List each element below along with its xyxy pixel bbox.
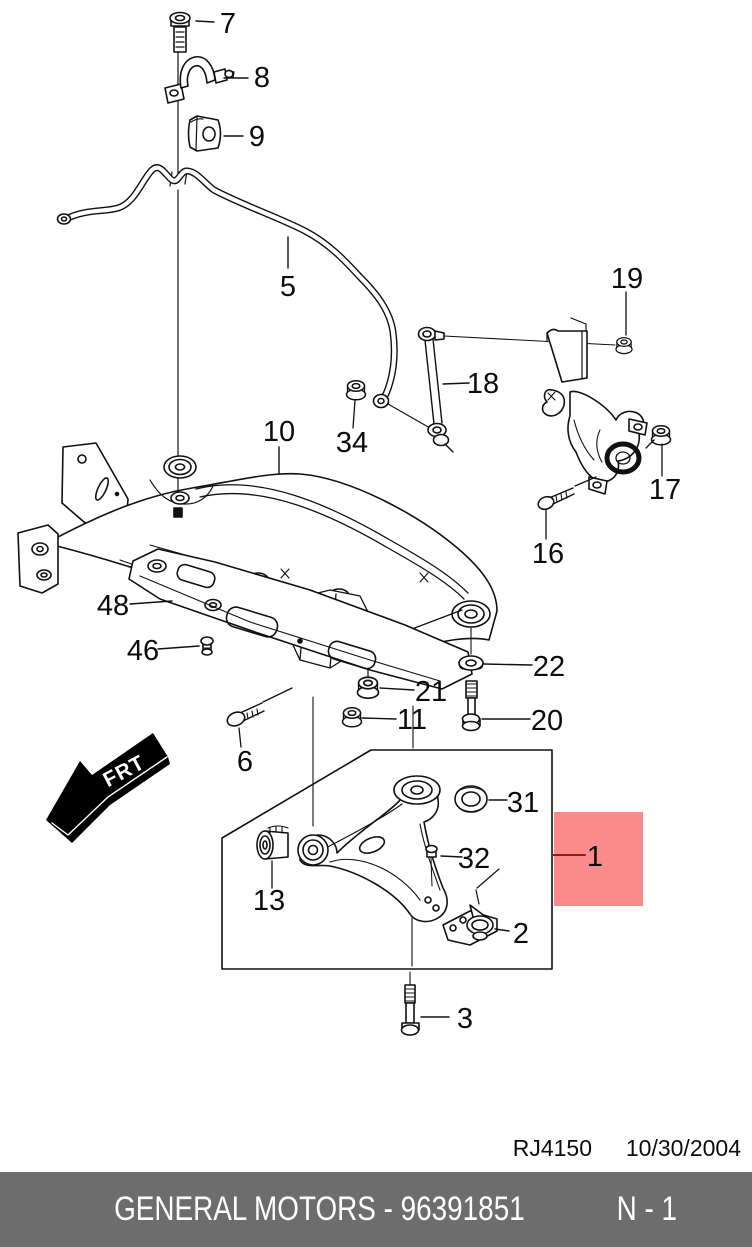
footer-page-number: N - 1 — [616, 1190, 677, 1228]
part-46-bolt — [200, 636, 214, 656]
callout-8: 8 — [254, 62, 270, 94]
callout-13: 13 — [253, 885, 285, 917]
callout-9: 9 — [249, 121, 265, 153]
callout-32: 32 — [458, 843, 490, 875]
part-31-bushing — [454, 785, 488, 813]
callout-5: 5 — [280, 271, 296, 303]
part-6-bolt — [226, 687, 293, 748]
part-20-bolt — [461, 680, 481, 732]
callout-21: 21 — [415, 676, 447, 708]
callout-18: 18 — [467, 368, 499, 400]
callout-16: 16 — [532, 538, 564, 570]
assembly-centerlines — [312, 696, 414, 986]
callout-46: 46 — [127, 635, 159, 667]
steering-knuckle-reference — [541, 317, 648, 495]
footer-company-part-number: GENERAL MOTORS - 96391851 — [113, 1190, 525, 1228]
part-16-bolt — [537, 476, 597, 540]
part-8-stabilizer-clamp — [164, 56, 235, 104]
part-2-ball-joint — [442, 868, 500, 946]
part-48-shield — [128, 548, 473, 690]
part-17-nut — [645, 425, 672, 477]
callout-3: 3 — [457, 1003, 473, 1035]
part-7-stabilizer-clamp-bolt — [169, 11, 191, 53]
callout-20: 20 — [531, 705, 563, 737]
frt-direction-arrow: FRT — [46, 733, 170, 843]
part-13-bushing — [256, 825, 289, 889]
leader-lines — [129, 20, 533, 1018]
callout-7: 7 — [220, 8, 236, 40]
part-3-bolt — [400, 984, 420, 1036]
callout-6: 6 — [237, 746, 253, 778]
callout-10: 10 — [263, 416, 295, 448]
stamp-date: 10/30/2004 — [626, 1135, 741, 1161]
link-to-bar-line — [387, 403, 431, 429]
stud-alignment-line — [443, 335, 616, 346]
detail-box-frame — [221, 749, 553, 970]
part-19-nut — [615, 291, 633, 355]
highlight-part-1 — [554, 812, 643, 906]
part-11-nut — [341, 707, 363, 728]
part-32-bolt — [425, 844, 438, 887]
callout-31: 31 — [507, 787, 539, 819]
callout-2: 2 — [513, 918, 529, 950]
part-18-stabilizer-link — [387, 326, 616, 453]
part-34-nut — [345, 380, 367, 429]
part-21-nut — [356, 676, 380, 700]
callout-19: 19 — [611, 263, 643, 295]
callout-1-highlighted: 1 — [587, 841, 603, 873]
stamp-code: RJ4150 — [513, 1135, 592, 1161]
part-1-lower-control-arm — [297, 775, 448, 923]
footer-bar: GENERAL MOTORS - 96391851 N - 1 — [0, 1172, 752, 1247]
part-22-washer-nut — [458, 655, 484, 671]
callout-11: 11 — [397, 704, 427, 736]
part-9-stabilizer-bushing — [187, 115, 222, 152]
part-5-stabilizer-shaft — [56, 164, 398, 409]
callout-17: 17 — [649, 474, 681, 506]
callout-48: 48 — [97, 590, 129, 622]
callout-22: 22 — [533, 651, 565, 683]
callout-34: 34 — [336, 427, 368, 459]
